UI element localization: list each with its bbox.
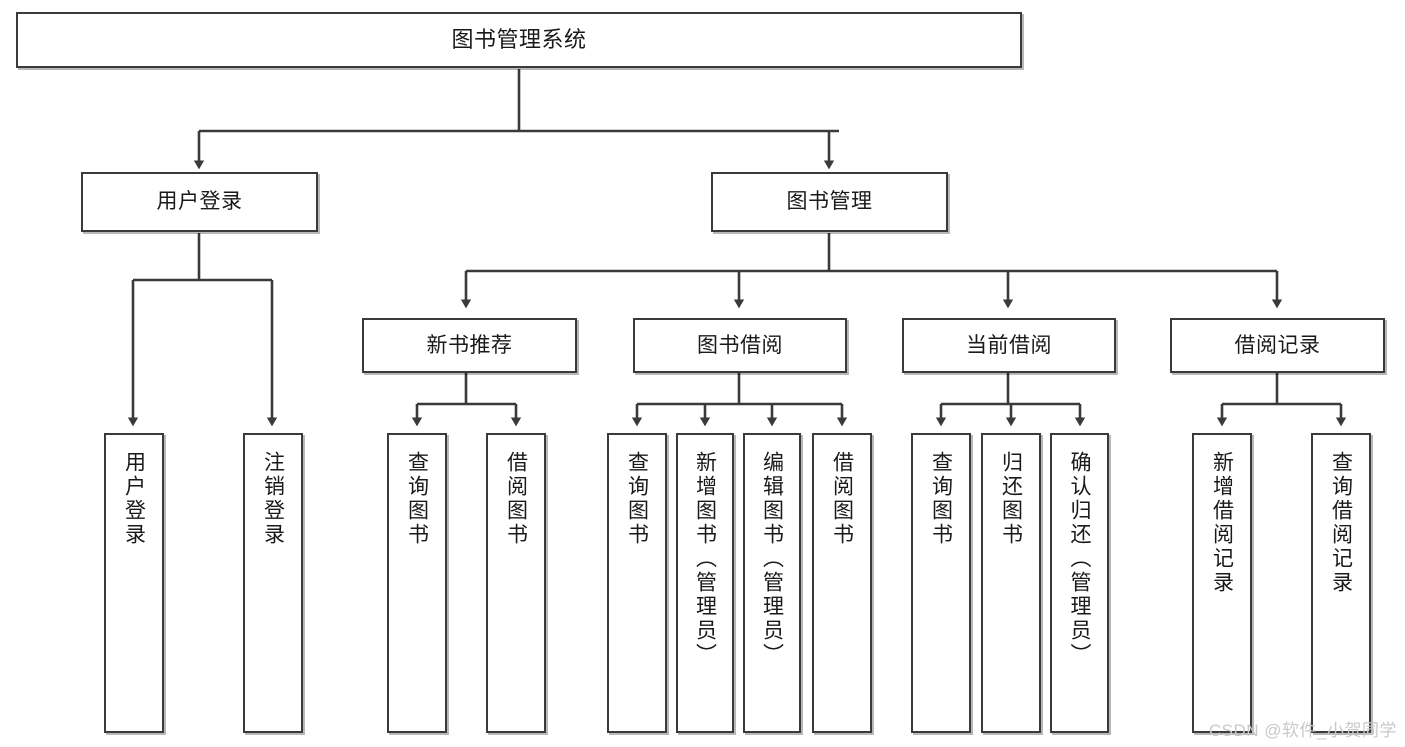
node-label: 图书管理系统: [451, 26, 587, 52]
node-root-system[interactable]: 图书管理系统: [16, 12, 1022, 68]
leaf-borrow-book-borrow[interactable]: 借阅图书: [812, 433, 872, 733]
node-label: 查询图书: [405, 451, 429, 547]
node-label: 查询图书: [625, 451, 649, 547]
node-label: 图书借阅: [697, 333, 783, 357]
node-label: 确认归还（管理员）: [1068, 451, 1091, 667]
node-label: 注销登录: [261, 451, 285, 547]
node-label: 借阅记录: [1234, 333, 1321, 357]
leaf-borrow-book-recommend[interactable]: 借阅图书: [486, 433, 546, 733]
leaf-user-login[interactable]: 用户登录: [104, 433, 164, 733]
node-label: 归还图书: [999, 451, 1023, 547]
leaf-edit-book[interactable]: 编辑图书（管理员）: [743, 433, 801, 733]
node-new-book-recommend[interactable]: 新书推荐: [362, 318, 577, 373]
node-label: 借阅图书: [504, 451, 528, 547]
node-borrow-record[interactable]: 借阅记录: [1170, 318, 1385, 373]
node-current-borrow[interactable]: 当前借阅: [902, 318, 1116, 373]
node-label: 借阅图书: [830, 451, 854, 547]
node-label: 用户登录: [122, 451, 146, 547]
csdn-watermark: CSDN @软件_小贺同学: [1208, 721, 1397, 740]
leaf-add-book[interactable]: 新增图书（管理员）: [676, 433, 734, 733]
node-label: 新书推荐: [426, 333, 513, 357]
node-label: 新增图书（管理员）: [693, 451, 717, 667]
node-user-login[interactable]: 用户登录: [81, 172, 318, 232]
leaf-add-borrow-record[interactable]: 新增借阅记录: [1192, 433, 1252, 733]
node-book-borrow[interactable]: 图书借阅: [633, 318, 847, 373]
node-label: 编辑图书（管理员）: [760, 451, 784, 667]
node-label: 新增借阅记录: [1210, 451, 1234, 595]
leaf-query-book-borrow[interactable]: 查询图书: [607, 433, 667, 733]
leaf-query-borrow-record[interactable]: 查询借阅记录: [1311, 433, 1371, 733]
node-book-manage[interactable]: 图书管理: [711, 172, 948, 232]
leaf-return-book[interactable]: 归还图书: [981, 433, 1041, 733]
leaf-confirm-return[interactable]: 确认归还（管理员）: [1050, 433, 1109, 733]
node-label: 查询图书: [929, 451, 953, 547]
node-label: 用户登录: [156, 190, 243, 214]
leaf-query-book-recommend[interactable]: 查询图书: [387, 433, 447, 733]
node-label: 图书管理: [786, 190, 873, 214]
node-label: 当前借阅: [966, 333, 1052, 357]
node-label: 查询借阅记录: [1329, 451, 1353, 595]
leaf-query-book-current[interactable]: 查询图书: [911, 433, 971, 733]
leaf-logout-login[interactable]: 注销登录: [243, 433, 303, 733]
